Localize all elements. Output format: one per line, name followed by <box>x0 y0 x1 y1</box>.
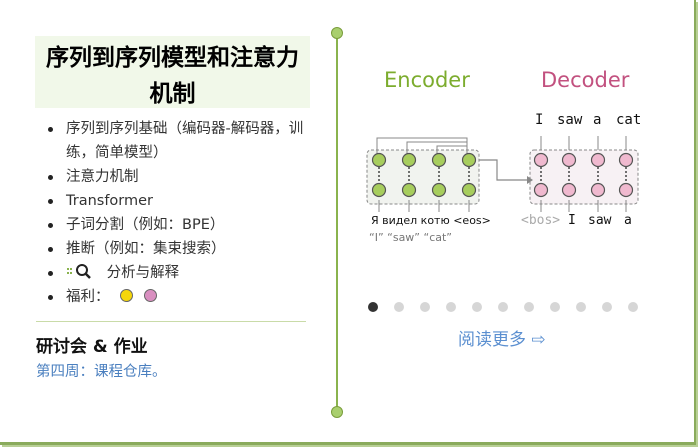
input-token-bos: <bos> <box>521 213 561 228</box>
course-repo-link[interactable]: 第四周：课程仓库。 <box>36 364 167 380</box>
title-box <box>35 36 310 108</box>
analysis-magnifier-icon <box>66 264 101 281</box>
bonus-yellow-circle-icon <box>120 289 134 302</box>
pager-dot[interactable] <box>550 302 560 312</box>
bullet-transformer: Transformer <box>48 189 313 213</box>
analysis-label: 分析与解释 <box>106 265 180 281</box>
bonus-label: 福利： <box>66 289 110 305</box>
input-token: I <box>568 213 576 228</box>
output-token: a <box>593 112 602 128</box>
output-token: saw <box>557 112 583 128</box>
pager-dot[interactable] <box>498 302 508 312</box>
output-token: I <box>535 112 544 128</box>
pager-dot[interactable] <box>602 302 612 312</box>
topic-list: 序列到序列基础（编码器-解码器，训练，简单模型） 注意力机制 Transform… <box>48 117 313 309</box>
timeline-top-node <box>331 27 343 39</box>
pager-dot[interactable] <box>368 302 378 312</box>
pager-dot[interactable] <box>524 302 534 312</box>
input-token: a <box>624 213 632 228</box>
pager-dot[interactable] <box>628 302 638 312</box>
bullet-seq2seq: 序列到序列基础（编码器-解码器，训练，简单模型） <box>48 117 313 165</box>
pager-dot[interactable] <box>576 302 586 312</box>
encoder-label: Encoder <box>384 68 470 92</box>
pager-dot[interactable] <box>446 302 456 312</box>
bullet-subword: 子词分割（例如：BPE） <box>48 213 313 237</box>
bullet-bonus: 福利： <box>48 285 313 309</box>
bullet-analysis: 分析与解释 <box>48 261 313 285</box>
pager-dot[interactable] <box>394 302 404 312</box>
encoder-decoder-graph <box>366 136 639 212</box>
decoder-label: Decoder <box>541 68 630 92</box>
input-token: saw <box>588 213 612 228</box>
slide-title: 序列到序列模型和注意力机制 <box>46 45 299 107</box>
bullet-inference: 推断（例如：集束搜索） <box>48 237 313 261</box>
bullet-attention: 注意力机制 <box>48 165 313 189</box>
section-title: 研讨会 & 作业 <box>36 337 148 357</box>
read-more-link[interactable]: 阅读更多 ⇨ <box>458 330 546 350</box>
source-gloss: “I” “saw” “cat” <box>369 231 452 244</box>
seq2seq-diagram: Encoder Decoder <box>355 60 675 260</box>
pager-dot[interactable] <box>420 302 430 312</box>
timeline-bottom-node <box>331 406 343 418</box>
pager-dot[interactable] <box>472 302 482 312</box>
output-token: cat <box>616 112 642 128</box>
source-sentence: Я видел котю <eos> <box>371 214 491 227</box>
section-divider <box>36 321 306 322</box>
timeline-line <box>336 33 338 413</box>
bonus-pink-circle-icon <box>143 289 157 302</box>
